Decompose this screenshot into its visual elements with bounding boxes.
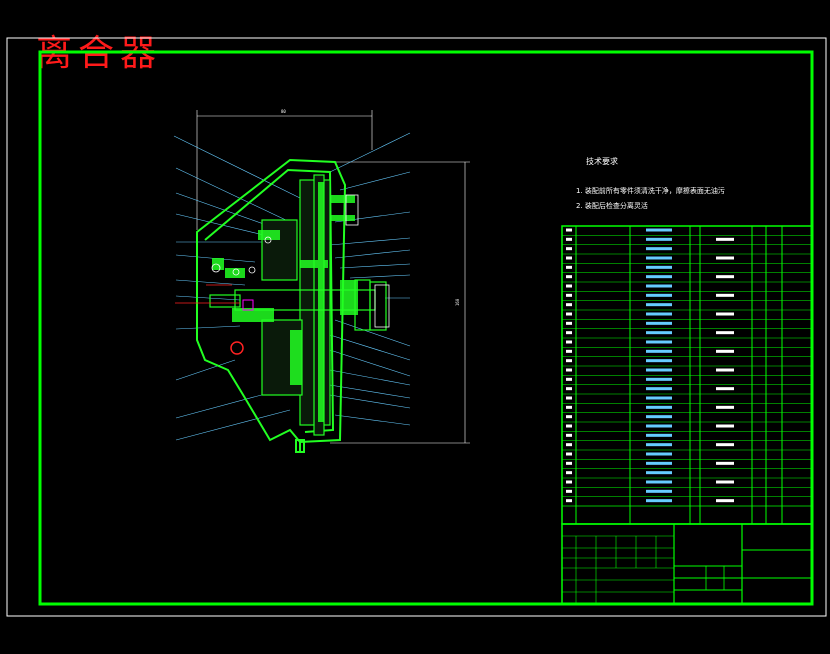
parts-list-number-glyph	[566, 359, 572, 363]
bearing-section	[230, 341, 244, 355]
parts-list-name-glyph	[646, 415, 672, 419]
tech-requirement-1: 1. 装配前所有零件须清洗干净，摩擦表面无油污	[576, 186, 725, 195]
parts-list-name-glyph	[646, 303, 672, 307]
parts-list-standard-glyph	[716, 405, 734, 409]
parts-list-number-glyph	[566, 377, 572, 381]
bolt-heads	[211, 236, 272, 276]
parts-list-name-glyph	[646, 340, 672, 344]
parts-list-number-glyph	[566, 452, 572, 456]
parts-list-number-glyph	[566, 443, 572, 447]
parts-list-number-glyph	[566, 415, 572, 419]
pivot-marker	[242, 299, 254, 311]
height-dimension-text: 160	[455, 298, 460, 306]
parts-list-name-glyph	[646, 461, 672, 465]
parts-list-standard-glyph	[716, 387, 734, 391]
parts-list-number-glyph	[566, 228, 572, 232]
parts-list-name-glyph	[646, 275, 672, 279]
parts-list-number-glyph	[566, 489, 572, 493]
parts-list-name-glyph	[646, 433, 672, 437]
parts-list-standard-glyph	[716, 349, 734, 353]
parts-list-number-glyph	[566, 480, 572, 484]
parts-list-number-glyph	[566, 275, 572, 279]
parts-list-standard-glyph	[716, 424, 734, 428]
parts-list-number-glyph	[566, 424, 572, 428]
parts-list-number-glyph	[566, 312, 572, 316]
parts-list-number-glyph	[566, 256, 572, 260]
parts-list	[561, 225, 813, 525]
parts-list-number-glyph	[566, 499, 572, 503]
parts-list-standard-glyph	[716, 312, 734, 316]
parts-list-standard-glyph	[716, 256, 734, 260]
parts-list-name-glyph	[646, 480, 672, 484]
sheet-border	[6, 37, 827, 617]
parts-list-number-glyph	[566, 331, 572, 335]
parts-list-name-glyph	[646, 312, 672, 316]
parts-list-number-glyph	[566, 247, 572, 251]
parts-list-name-glyph	[646, 265, 672, 269]
parts-list-number-glyph	[566, 387, 572, 391]
parts-list-name-glyph	[646, 247, 672, 251]
parts-list-name-glyph	[646, 359, 672, 363]
parts-list-name-glyph	[646, 489, 672, 493]
title-block	[561, 523, 813, 605]
parts-list-number-glyph	[566, 284, 572, 288]
parts-list-number-glyph	[566, 461, 572, 465]
tech-requirements: 技术要求 1. 装配前所有零件须清洗干净，摩擦表面无油污 2. 装配后检查分离灵…	[576, 156, 725, 210]
parts-list-standard-glyph	[716, 443, 734, 447]
parts-list-number-glyph	[566, 237, 572, 241]
parts-list-number-glyph	[566, 303, 572, 307]
parts-list-number-glyph	[566, 396, 572, 400]
parts-list-name-glyph	[646, 228, 672, 232]
parts-list-name-glyph	[646, 499, 672, 503]
width-dimension-text: 80	[281, 109, 286, 114]
parts-list-name-glyph	[646, 377, 672, 381]
parts-list-name-glyph	[646, 405, 672, 409]
width-dimension	[196, 110, 373, 230]
drawing-frame	[38, 50, 814, 606]
parts-list-name-glyph	[646, 452, 672, 456]
parts-list-standard-glyph	[716, 331, 734, 335]
parts-list-name-glyph	[646, 471, 672, 475]
parts-list-number-glyph	[566, 471, 572, 475]
parts-list-name-glyph	[646, 256, 672, 260]
section-hatching	[212, 182, 358, 422]
parts-list-number-glyph	[566, 349, 572, 353]
parts-list-name-glyph	[646, 293, 672, 297]
parts-list-number-glyph	[566, 433, 572, 437]
tech-requirements-title: 技术要求	[586, 156, 618, 166]
parts-list-number-glyph	[566, 340, 572, 344]
flange-outline	[345, 194, 390, 328]
parts-list-name-glyph	[646, 321, 672, 325]
parts-list-name-glyph	[646, 396, 672, 400]
height-dimension	[330, 161, 470, 444]
parts-list-columns	[575, 226, 783, 524]
parts-list-name-glyph	[646, 331, 672, 335]
parts-list-number-glyph	[566, 321, 572, 325]
parts-list-name-glyph	[646, 237, 672, 241]
parts-list-standard-glyph	[716, 461, 734, 465]
parts-list-number-glyph	[566, 293, 572, 297]
parts-list-number-glyph	[566, 368, 572, 372]
parts-list-standard-glyph	[716, 480, 734, 484]
tech-requirement-2: 2. 装配后检查分离灵活	[576, 201, 648, 210]
parts-list-name-glyph	[646, 284, 672, 288]
parts-list-name-glyph	[646, 368, 672, 372]
parts-list-number-glyph	[566, 265, 572, 269]
parts-list-name-glyph	[646, 424, 672, 428]
parts-list-standard-glyph	[716, 499, 734, 503]
parts-list-standard-glyph	[716, 237, 734, 241]
clutch-assembly-view: 80 160	[173, 109, 470, 453]
parts-list-standard-glyph	[716, 275, 734, 279]
parts-list-name-glyph	[646, 443, 672, 447]
parts-list-name-glyph	[646, 387, 672, 391]
parts-list-number-glyph	[566, 405, 572, 409]
parts-list-name-glyph	[646, 349, 672, 353]
parts-list-standard-glyph	[716, 368, 734, 372]
parts-list-standard-glyph	[716, 293, 734, 297]
